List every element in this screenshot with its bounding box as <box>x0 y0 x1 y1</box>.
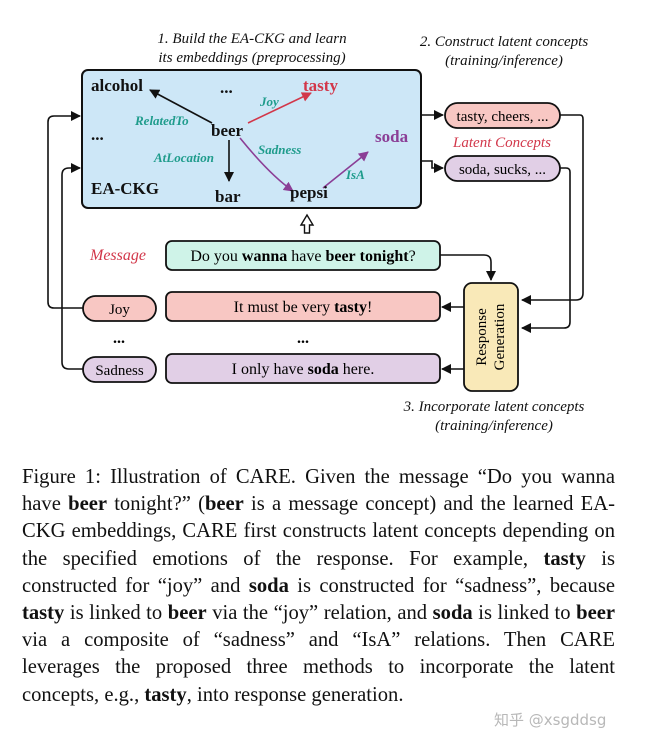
edge-beer-alcohol <box>149 89 213 124</box>
edge-label-related-to: RelatedTo <box>134 113 189 128</box>
kg-node-bar: bar <box>215 187 241 206</box>
joy-concepts-text: tasty, cheers, ... <box>457 109 549 125</box>
message-label: Message <box>89 247 146 264</box>
watermark: 知乎 @xsgddsg <box>494 711 607 729</box>
edge-beer-tasty <box>247 92 312 124</box>
sad-concepts-text: soda, sucks, ... <box>459 162 546 178</box>
arrow-sad-concepts-to-generator <box>521 167 571 333</box>
kg-node-dots-top: ... <box>220 78 233 97</box>
message-text: Do you wanna have beer tonight? <box>190 248 415 265</box>
step2-title-line2: (training/inference) <box>445 53 563 69</box>
response-generation-line2: Generation <box>492 303 508 370</box>
joy-response-text: It must be very tasty! <box>234 299 373 316</box>
step1-title-line2: its embeddings (preprocessing) <box>158 50 345 66</box>
response-generation-box <box>463 282 519 392</box>
kg-node-beer: beer <box>211 121 244 140</box>
step1-title-line1: 1. Build the EA-CKG and learn <box>157 31 346 47</box>
edge-label-joy: Joy <box>259 94 279 109</box>
step3-title-line1: 3. Incorporate latent concepts <box>403 399 585 415</box>
left-dots: ... <box>113 330 125 347</box>
joy-emotion-label: Joy <box>109 302 130 318</box>
middle-dots: ... <box>297 330 309 347</box>
step3-title-line2: (training/inference) <box>435 418 553 434</box>
arrow-message-to-generator <box>440 254 496 281</box>
joy-response-box <box>165 291 441 322</box>
kg-label: EA-CKG <box>91 179 159 198</box>
latent-concepts-title: Latent Concepts <box>452 135 551 151</box>
arrow-joy-concepts-to-generator <box>521 114 584 305</box>
kg-node-alcohol: alcohol <box>91 76 143 95</box>
step2-title-line1: 2. Construct latent concepts <box>420 34 588 50</box>
edge-pepsi-soda <box>322 151 369 189</box>
edge-beer-pepsi <box>239 137 294 192</box>
kg-node-soda: soda <box>375 127 409 146</box>
edge-label-isa: IsA <box>345 167 365 182</box>
figure-caption: Figure 1: Illustration of CARE. Given th… <box>22 466 616 706</box>
kg-node-tasty: tasty <box>303 76 338 95</box>
ea-ckg-box <box>81 69 422 209</box>
sad-response-text: I only have soda here. <box>232 361 375 378</box>
hollow-up-arrow <box>299 213 315 234</box>
sad-emotion-label: Sadness <box>95 363 143 379</box>
response-generation-line1: Response <box>474 308 490 366</box>
arrow-joy-emotion-to-kg <box>47 111 83 309</box>
edge-label-at-location: AtLocation <box>153 150 214 165</box>
arrow-sad-emotion-to-kg <box>61 163 83 370</box>
edge-label-sadness: Sadness <box>258 142 301 157</box>
arrow-kg-to-sad-concepts <box>421 160 444 173</box>
kg-node-pepsi: pepsi <box>290 183 328 202</box>
care-diagram: 1. Build the EA-CKG and learn its embedd… <box>47 31 588 434</box>
sad-response-box <box>165 353 441 384</box>
kg-node-dots-left: ... <box>91 125 104 144</box>
